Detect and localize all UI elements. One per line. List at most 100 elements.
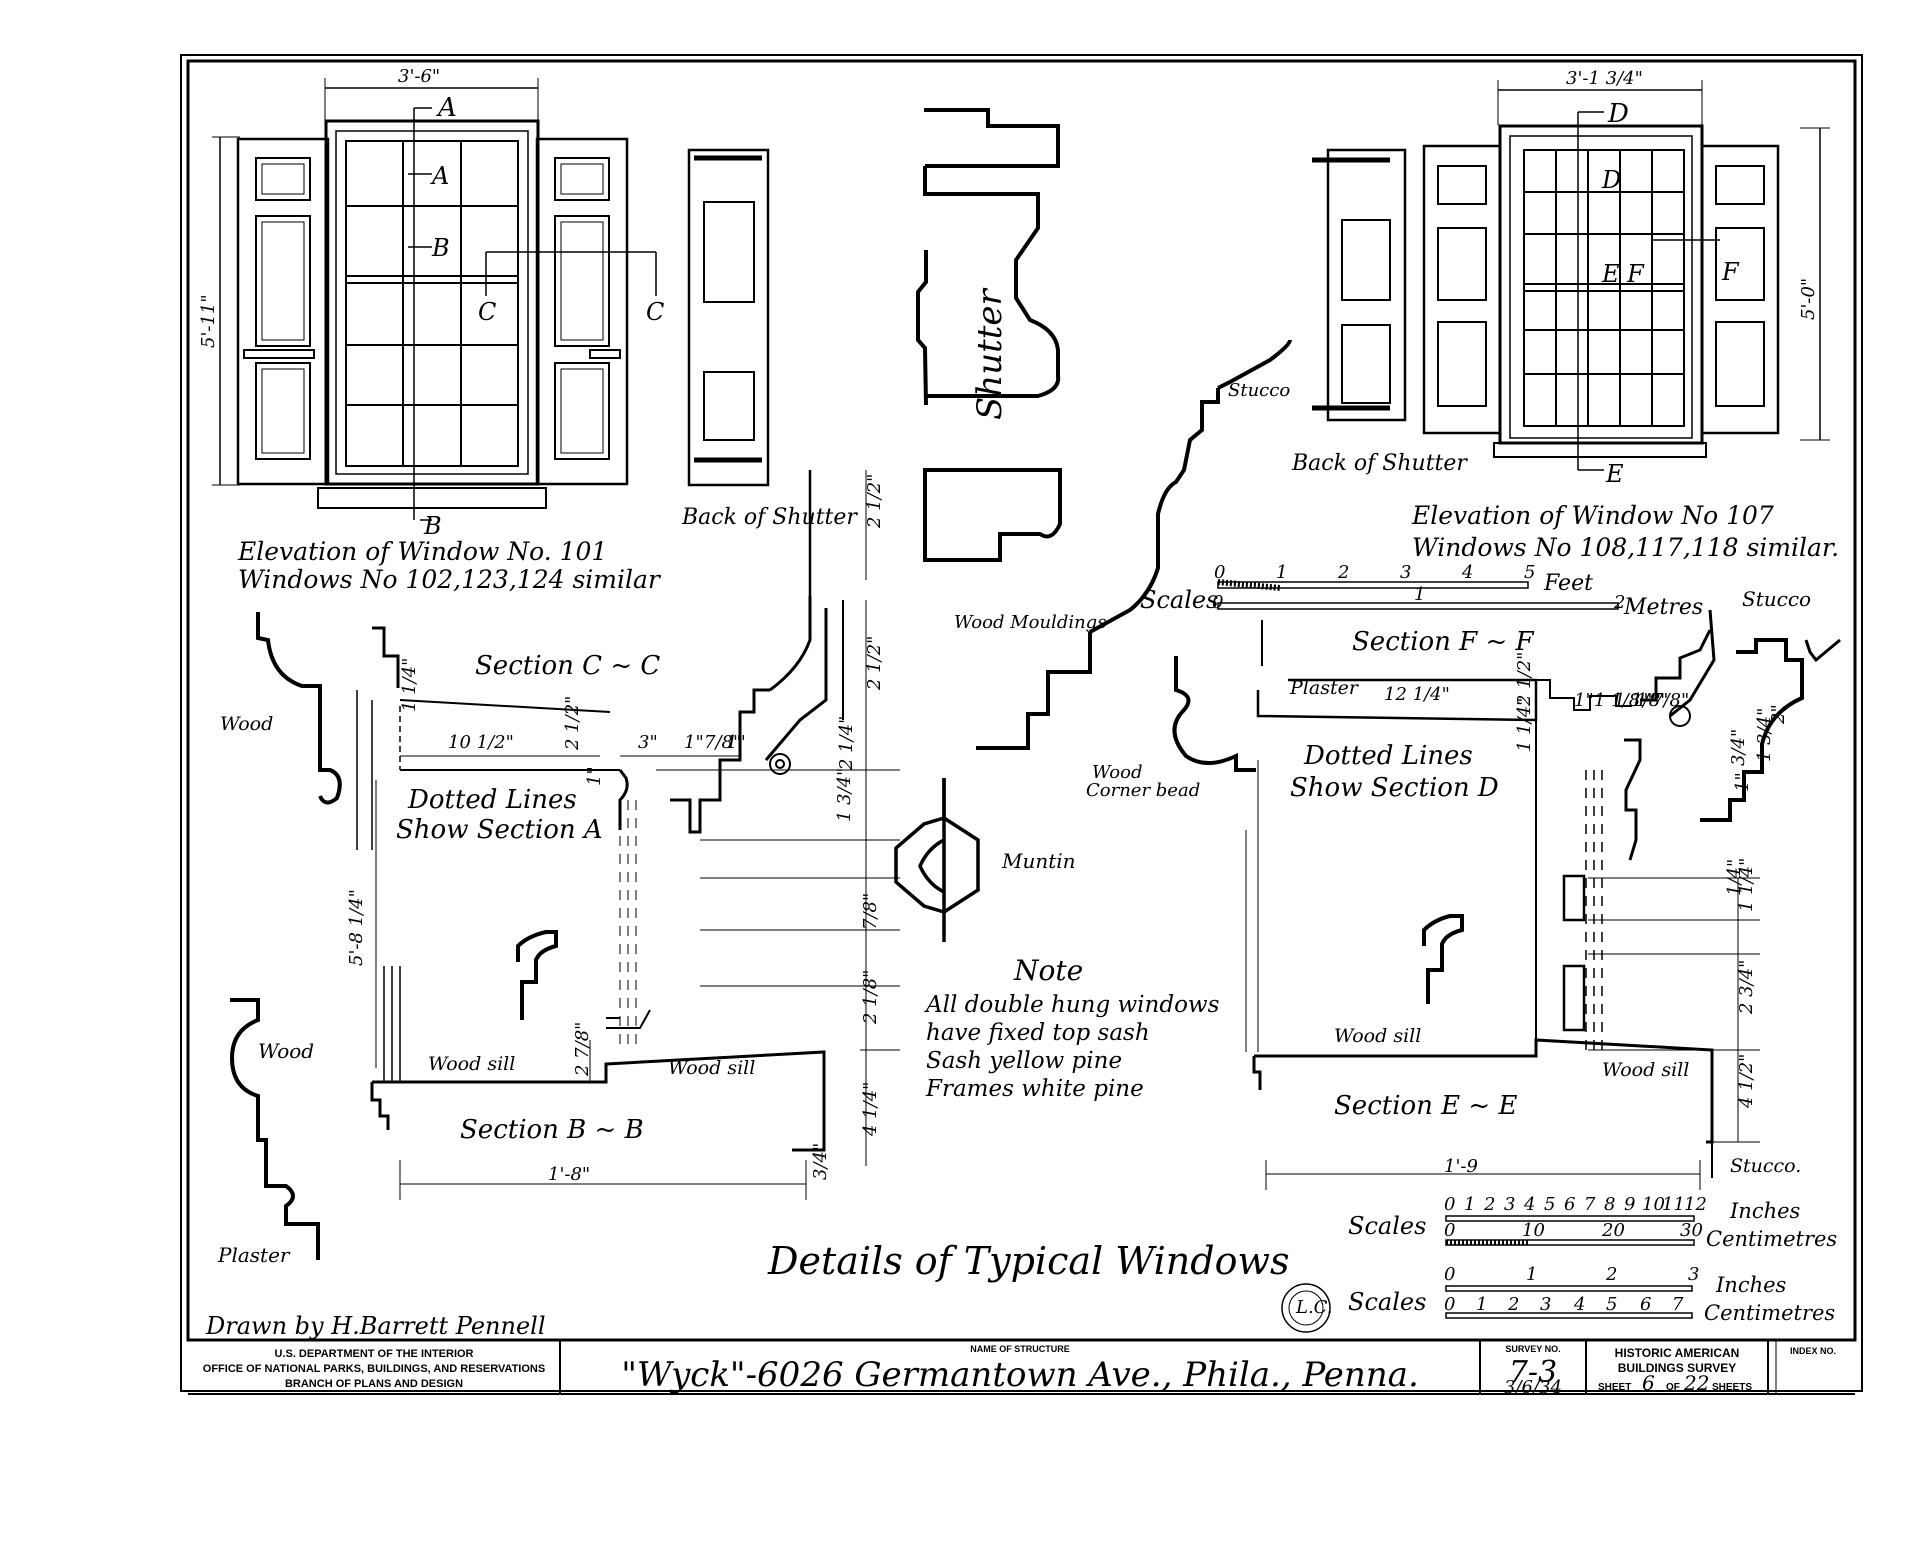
section-cc-dim-11: 2 1/2" (864, 636, 885, 691)
elevation-101 (212, 78, 657, 521)
section-bb-plaster: Plaster (217, 1243, 291, 1267)
structure-name-label: NAME OF STRUCTURE (970, 1344, 1070, 1354)
section-ff-plaster: Plaster (1289, 677, 1360, 699)
section-cc-dims: 1 1/4" 10 1/2" 2 1/2" 3" 1" 7/8" 1" 1" 1… (346, 474, 885, 966)
scale-small-in-tick-3: 3 (1688, 1264, 1699, 1285)
elev101-height-dim: 5'-11" (198, 294, 219, 348)
elev101-mark-c-left: C (478, 298, 496, 326)
scale-in-tick-3: 3 (1504, 1194, 1515, 1215)
dept-line-2: OFFICE OF NATIONAL PARKS, BUILDINGS, AND… (203, 1363, 545, 1375)
section-ee-drawing (1252, 874, 1714, 1178)
scale-small-in-tick-0: 0 (1444, 1264, 1455, 1285)
section-ff-dim-8: 1 1/4" (1514, 698, 1535, 752)
section-ff-dim-10: 1 3/4" (1754, 708, 1775, 762)
section-bb-dim-2: 7/8" (860, 893, 881, 930)
section-cc-dim-7: 1" (726, 732, 746, 753)
section-cc-title: Section C ~ C (475, 651, 660, 681)
scale-inches-large-label: Scales (1348, 1212, 1426, 1240)
stucco-bottom-label: Stucco. (1730, 1155, 1801, 1177)
scale-in-tick-4: 4 (1523, 1194, 1535, 1215)
section-ff-corner-bead-line2: Corner bead (1086, 780, 1200, 801)
scale-in-tick-12: 12 (1684, 1194, 1707, 1215)
section-cc-wood: Wood (220, 713, 273, 735)
scale-feet-tick-0: 0 (1214, 562, 1225, 583)
section-cc-dotted-line2: Show Section A (396, 815, 603, 845)
scale-inches-small-bar (1445, 1285, 1693, 1319)
elev107-mark-ef: E F (1601, 260, 1645, 288)
scale-cm-tick-0: 0 (1444, 1220, 1455, 1241)
section-ff-dim-4: 1 1/8" (1594, 690, 1648, 711)
muntin-drawing (894, 778, 980, 942)
scale-small-cm-tick-3: 3 (1540, 1294, 1551, 1315)
scale-in-tick-0: 0 (1444, 1194, 1455, 1215)
scale-in-tick-9: 9 (1624, 1194, 1635, 1215)
section-cc-dim-13: 5'-8 1/4" (346, 889, 367, 966)
section-cc-dim-3: 2 1/2" (562, 696, 583, 751)
section-cc-drawing (256, 470, 844, 1068)
scale-in-tick-2: 2 (1483, 1194, 1495, 1215)
section-ee-title: Section E ~ E (1334, 1091, 1517, 1121)
scale-feet-tick-2: 2 (1337, 562, 1349, 583)
section-ff-title: Section F ~ F (1352, 627, 1535, 657)
section-bb-dims: 2 7/8" 7/8" 2 1/8" 4 1/4" 3/4" 1'-8" (548, 893, 881, 1185)
index-no-label: INDEX NO. (1790, 1346, 1836, 1356)
section-bb-wood-sill-right: Wood sill (668, 1057, 755, 1079)
muntin-label: Muntin (1001, 849, 1076, 873)
shutter-section-label: Shutter (970, 287, 1010, 420)
scale-small-cm-tick-4: 4 (1573, 1294, 1585, 1315)
section-cc-dim-lines (400, 470, 900, 1051)
section-ff-dotted-line1: Dotted Lines (1303, 741, 1473, 771)
section-bb-drawing (229, 930, 826, 1260)
section-cc-dim-4: 3" (638, 732, 658, 753)
section-cc-dotted-line1: Dotted Lines (407, 785, 577, 815)
library-seal: L.C. (1281, 1283, 1333, 1333)
back-of-shutter-right-drawing (1312, 148, 1407, 422)
scale-feet-tick-4: 4 (1461, 562, 1473, 583)
section-cc-dim-1: 1 1/4" (399, 658, 420, 712)
section-ff-dim-9: 2" (1768, 704, 1789, 725)
section-cc-dim-2: 10 1/2" (448, 732, 514, 753)
sheet-total: 22 (1683, 1371, 1709, 1395)
scale-feet-tick-3: 3 (1400, 562, 1411, 583)
stucco-top-label: Stucco (1228, 380, 1290, 401)
section-bb-dim-4: 4 1/4" (860, 1082, 881, 1137)
scale-cm-small-unit: Centimetres (1704, 1301, 1835, 1325)
section-cc-dim-9: 1 3/4" (834, 768, 855, 822)
section-cc-dim-12: 2 1/2" (864, 474, 885, 529)
drawn-by: Drawn by H.Barrett Pennell (205, 1312, 546, 1340)
section-cc-dim-10: 2 1/4" (836, 716, 857, 771)
section-ee-dim-3: 1/4" (1724, 859, 1745, 896)
section-ff-dim-6: 1" (1636, 690, 1656, 711)
scale-metres-tick-2: 2 (1613, 592, 1625, 613)
elev107-title-line2: Windows No 108,117,118 similar. (1412, 533, 1839, 562)
section-cc-dim-6: 7/8" (704, 732, 741, 753)
scale-feet-label: Scales (1140, 586, 1218, 614)
elev101-title-line2: Windows No 102,123,124 similar (238, 565, 662, 594)
elev101-mark-c-right: C (646, 298, 664, 326)
dept-line-1: U.S. DEPARTMENT OF THE INTERIOR (274, 1348, 473, 1360)
survey-no: 7-3 (1509, 1355, 1557, 1390)
scale-in-tick-11: 11 (1662, 1194, 1685, 1215)
scale-small-in-tick-2: 2 (1605, 1264, 1617, 1285)
scale-inches-large-bar (1445, 1215, 1695, 1246)
scale-in-tick-1: 1 (1464, 1194, 1475, 1215)
sheet-border-outer (180, 54, 1863, 1392)
back-of-shutter-left-label: Back of Shutter (681, 505, 858, 530)
structure-name: "Wyck"-6026 Germantown Ave., Phila., Pen… (621, 1355, 1419, 1395)
section-ff-dim-12: 1" (1732, 772, 1753, 792)
elev101-title-line1: Elevation of Window No. 101 (237, 537, 607, 566)
section-bb-title: Section B ~ B (460, 1115, 644, 1145)
section-ff-dim-2: 2 1/2" (1514, 652, 1535, 707)
scale-in-tick-6: 6 (1564, 1194, 1575, 1215)
elev101-mark-b-bottom: B (423, 512, 442, 540)
scale-inches-small-label: Scales (1348, 1288, 1426, 1316)
sheets-word: SHEETS (1712, 1382, 1752, 1393)
section-cc-dim-8: 1" (584, 766, 605, 786)
elev101-mark-a-top: A (436, 93, 457, 123)
back-of-shutter-right-label: Back of Shutter (1291, 451, 1468, 476)
elev101-mark-b: B (431, 234, 450, 262)
section-ee-dims: 1'-9 1 1/4" 1/4" 2 3/4" 4 1/2" (1444, 858, 1757, 1177)
section-bb-wood-sill-left: Wood sill (428, 1053, 515, 1075)
survey-no-label: SURVEY NO. (1505, 1344, 1560, 1354)
